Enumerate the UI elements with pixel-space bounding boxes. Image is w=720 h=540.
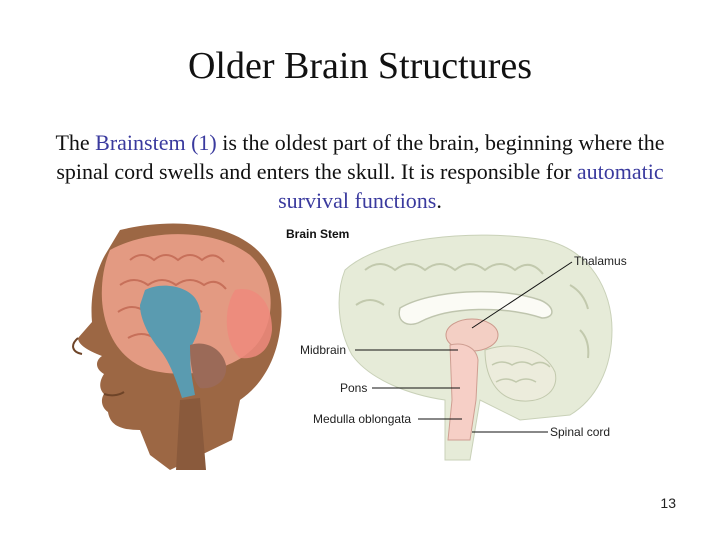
- brain-section-illustration: [338, 234, 613, 461]
- head-illustration: [72, 223, 282, 470]
- brainstem-term: Brainstem (1): [95, 130, 217, 155]
- midbrain-label: Midbrain: [300, 343, 346, 357]
- slide-title: Older Brain Structures: [187, 45, 533, 87]
- medulla-label: Medulla oblongata: [313, 412, 411, 426]
- paragraph-text-2: is the oldest part of the brain, beginni…: [56, 130, 665, 184]
- paragraph-text-1: The: [55, 130, 96, 155]
- thalamus-pointer-line: [471, 261, 573, 329]
- paragraph-text-3: .: [436, 188, 442, 213]
- thalamus-label: Thalamus: [574, 254, 627, 268]
- spinal-cord-label: Spinal cord: [550, 425, 610, 439]
- automatic-survival-term: automatic survival functions: [278, 159, 664, 213]
- slide-paragraph: The Brainstem (1) is the oldest part of …: [40, 128, 680, 215]
- page-number: 13: [660, 495, 676, 511]
- figure-heading: Brain Stem: [286, 227, 349, 241]
- pons-label: Pons: [340, 381, 367, 395]
